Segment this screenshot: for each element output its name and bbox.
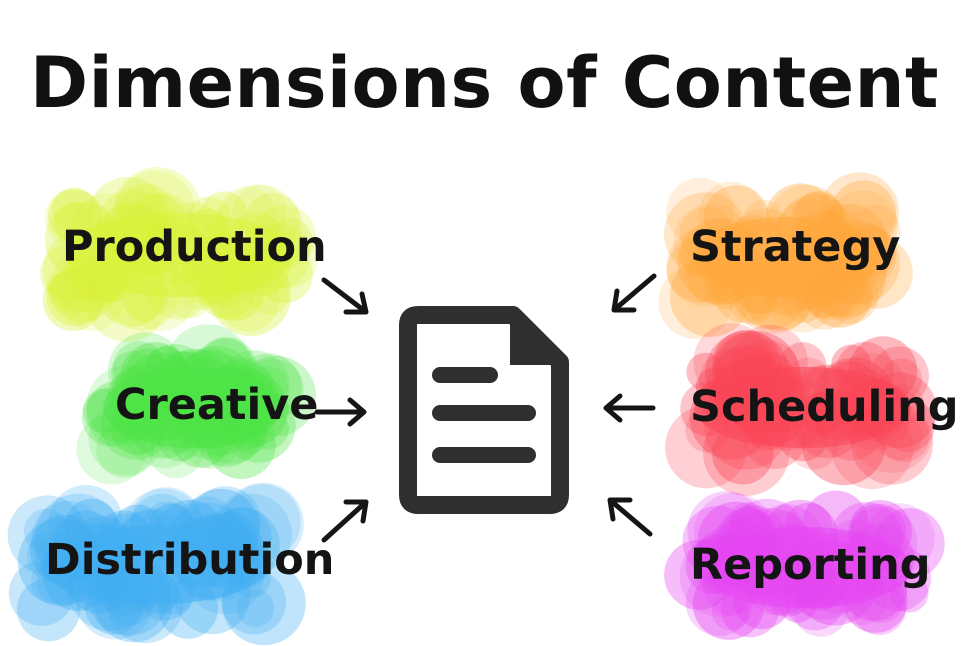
scheduling-label: Scheduling [690,382,959,432]
diagram-title: Dimensions of Content [30,42,939,124]
production-label: Production [62,222,327,272]
scheduling-blob [660,323,945,496]
arrow-icon-scheduling [598,378,658,438]
strategy-label: Strategy [690,222,901,272]
reporting-label: Reporting [690,540,931,590]
creative-label: Creative [115,380,319,430]
arrow-icon-creative [312,382,372,442]
arrow-icon-production [318,272,378,332]
creative-blob [75,324,317,485]
distribution-label: Distribution [45,535,335,585]
reporting-blob [664,490,945,640]
strategy-blob [658,172,913,339]
arrow-icon-distribution [316,488,376,548]
arrow-icon-strategy [600,270,660,330]
production-blob [30,167,330,342]
document-icon [398,305,570,515]
distribution-blob [5,482,306,646]
arrow-icon-reporting [598,486,658,546]
